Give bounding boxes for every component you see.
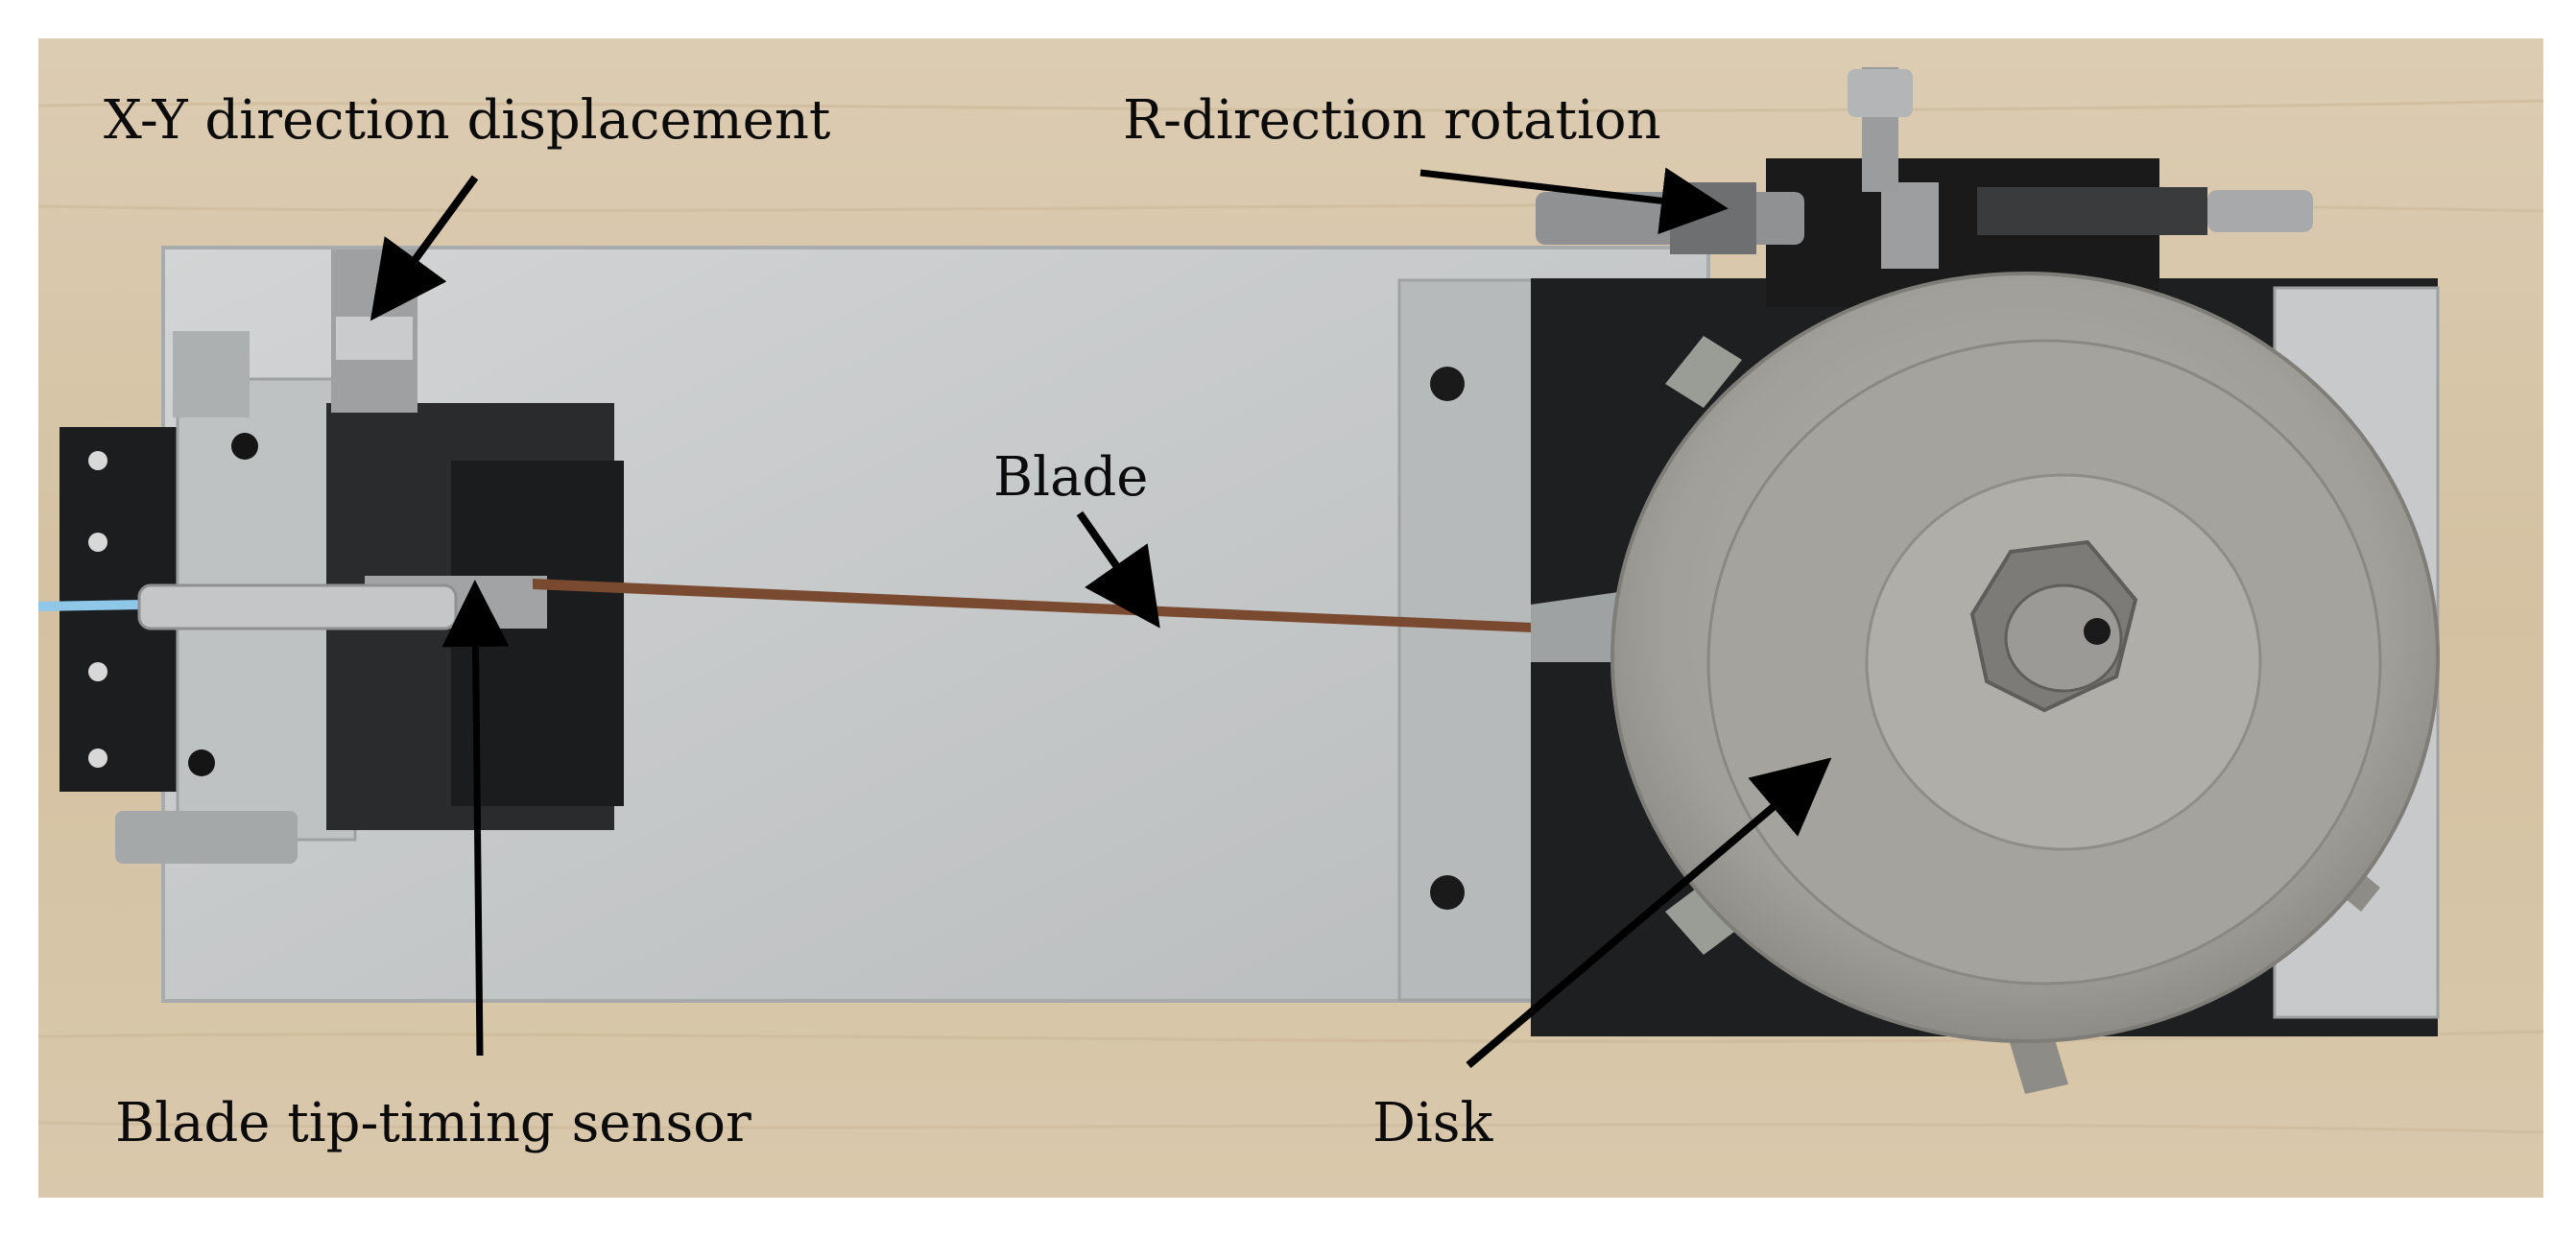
arrow-sensor	[441, 580, 510, 1057]
label-sensor: Blade tip-timing sensor	[115, 1092, 751, 1154]
disk	[1531, 272, 2440, 1094]
label-r-rotation: R-direction rotation	[1123, 89, 1661, 152]
label-xy-displacement: X-Y direction displacement	[104, 89, 831, 152]
blade	[533, 579, 1555, 633]
label-blade: Blade	[993, 446, 1149, 509]
arrow-blade	[1076, 511, 1160, 629]
sensor-body	[137, 583, 458, 630]
sensor-cable	[37, 600, 145, 611]
arrow-disk	[1466, 757, 1832, 1069]
arrow-xy-displacement	[370, 175, 479, 321]
arrow-r-rotation	[1419, 167, 1729, 235]
label-disk: Disk	[1372, 1092, 1493, 1154]
